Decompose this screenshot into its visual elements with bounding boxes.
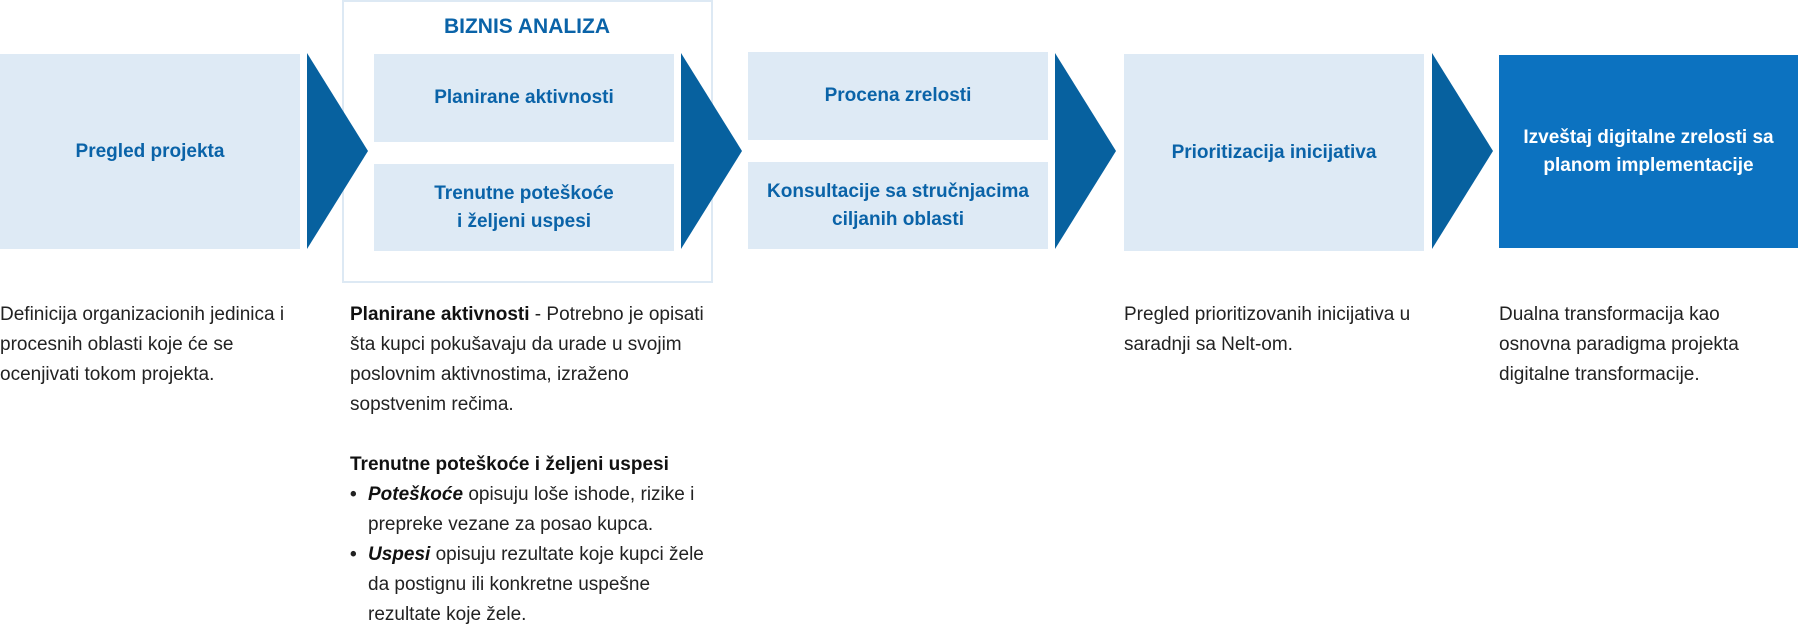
arrow-4-icon [1432,53,1493,249]
trenutne-description-title: Trenutne poteškoće i željeni uspesi [350,454,669,475]
procena-zrelosti-box: Procena zrelosti [748,52,1048,140]
list-item: •Poteškoće opisuju loše ishode, rizike i… [350,484,695,535]
pregled-description: Definicija organizacionih jedinica i pro… [0,300,300,390]
izvestaj-description-text: Dualna transformacija kao osnovna paradi… [1499,304,1739,385]
izvestaj-description: Dualna transformacija kao osnovna paradi… [1499,300,1794,390]
arrow-3-icon [1055,53,1116,249]
prioritizacija-description: Pregled prioritizovanih inicijativa u sa… [1124,300,1434,360]
procena-zrelosti-label: Procena zrelosti [824,85,972,106]
planirane-description: Planirane aktivnosti - Potrebno je opisa… [350,304,704,415]
planirane-aktivnosti-label: Planirane aktivnosti [434,87,614,108]
pregled-description-text: Definicija organizacionih jedinica i pro… [0,304,285,385]
trenutne-bullet-list: •Poteškoće opisuju loše ishode, rizike i… [350,480,715,630]
prioritizacija-description-text: Pregled prioritizovanih inicijativa u sa… [1124,304,1411,355]
prioritizacija-box: Prioritizacija inicijativa [1124,54,1424,251]
planirane-aktivnosti-box: Planirane aktivnosti [374,54,674,142]
biznis-analiza-title: BIZNIS ANALIZA [443,15,611,38]
arrow-2-icon [681,53,742,249]
biznis-description: Planirane aktivnosti - Potrebno je opisa… [350,300,715,630]
pregled-projekta-label: Pregled projekta [75,140,225,162]
arrow-1-icon [307,53,368,249]
prioritizacija-label: Prioritizacija inicijativa [1171,141,1377,163]
pregled-projekta-box: Pregled projekta [0,54,300,249]
list-item: •Uspesi opisuju rezultate koje kupci žel… [350,544,704,625]
